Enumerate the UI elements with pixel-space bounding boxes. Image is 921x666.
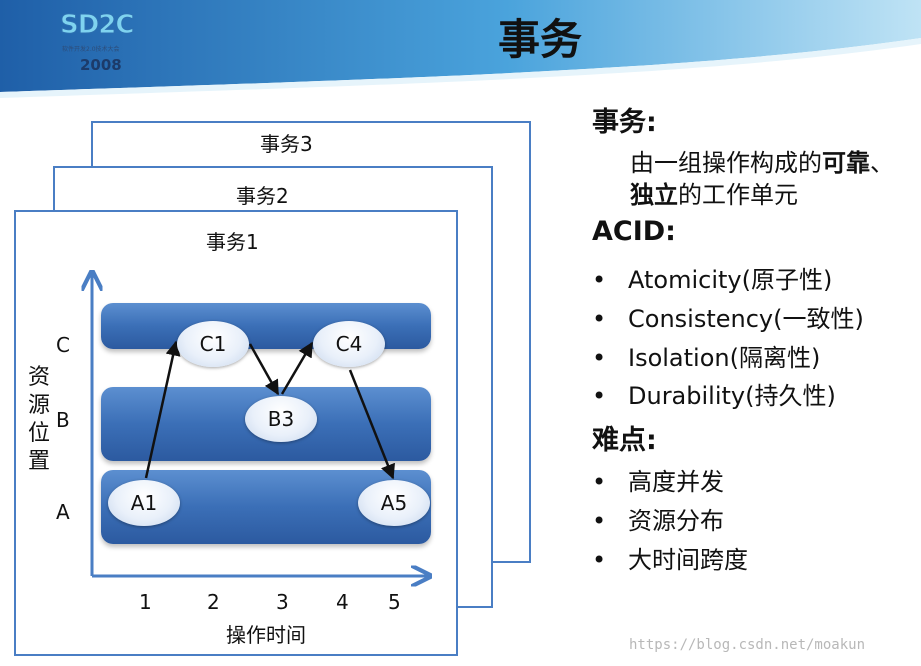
node-a1: A1: [108, 480, 180, 526]
transaction-card-2-label: 事务2: [236, 184, 289, 208]
acid-item-label: Consistency(一致性): [628, 305, 864, 333]
definition-line-2: 独立的工作单元: [630, 175, 798, 210]
slide-title: 事务: [498, 15, 583, 64]
bullet-icon: •: [592, 382, 607, 410]
node-b3: B3: [245, 396, 317, 442]
definition-bold-reliable: 可靠: [822, 149, 870, 177]
difficulty-item-label: 资源分布: [628, 507, 724, 535]
bullet-icon: •: [592, 546, 607, 574]
acid-heading: ACID:: [592, 216, 676, 247]
definition-line-1: 由一组操作构成的可靠、: [630, 143, 894, 178]
transaction-card-3-label: 事务3: [260, 132, 313, 156]
acid-item-durability: • Durability(持久性): [592, 376, 836, 411]
definition-heading: 事务:: [592, 107, 657, 138]
bullet-icon: •: [592, 266, 607, 294]
x-tick-1: 1: [139, 590, 152, 614]
node-a5: A5: [358, 480, 430, 526]
y-axis-label: 资源位置: [27, 365, 50, 474]
acid-item-label: Atomicity(原子性): [628, 266, 833, 294]
y-category-b: B: [56, 408, 70, 432]
acid-item-atomicity: • Atomicity(原子性): [592, 260, 832, 295]
bullet-icon: •: [592, 507, 607, 535]
logo-year: 2008: [80, 56, 122, 74]
conference-logo: SD2C 软件开发2.0技术大会 2008: [59, 10, 152, 76]
bullet-icon: •: [592, 344, 607, 372]
bullet-icon: •: [592, 305, 607, 333]
bullet-icon: •: [592, 468, 607, 496]
definition-text-pre: 由一组操作构成的: [630, 149, 822, 177]
header-banner: [0, 0, 921, 100]
node-c4: C4: [313, 321, 385, 367]
definition-bold-independent: 独立: [630, 181, 678, 209]
x-tick-3: 3: [276, 590, 289, 614]
logo-subtitle: 软件开发2.0技术大会: [62, 46, 120, 53]
difficulty-item-distribution: • 资源分布: [592, 501, 724, 536]
acid-item-label: Durability(持久性): [628, 382, 836, 410]
definition-text-end: 的工作单元: [678, 181, 798, 209]
y-category-a: A: [56, 500, 70, 524]
source-watermark: https://blog.csdn.net/moakun: [629, 637, 866, 653]
difficulty-item-label: 大时间跨度: [628, 546, 748, 574]
acid-item-consistency: • Consistency(一致性): [592, 299, 864, 334]
difficulty-item-timespan: • 大时间跨度: [592, 540, 748, 575]
acid-item-label: Isolation(隔离性): [628, 344, 821, 372]
transaction-card-1-label: 事务1: [206, 230, 259, 254]
difficulty-item-label: 高度并发: [628, 468, 724, 496]
x-tick-5: 5: [388, 590, 401, 614]
difficulty-item-concurrency: • 高度并发: [592, 462, 724, 497]
definition-text-post: 、: [870, 149, 894, 177]
x-axis-label: 操作时间: [226, 623, 306, 647]
y-category-c: C: [56, 333, 70, 357]
node-c1: C1: [177, 321, 249, 367]
x-tick-2: 2: [207, 590, 220, 614]
x-tick-4: 4: [336, 590, 349, 614]
difficulty-heading: 难点:: [592, 425, 657, 456]
logo-mark: SD2C: [59, 10, 134, 41]
acid-item-isolation: • Isolation(隔离性): [592, 338, 820, 373]
